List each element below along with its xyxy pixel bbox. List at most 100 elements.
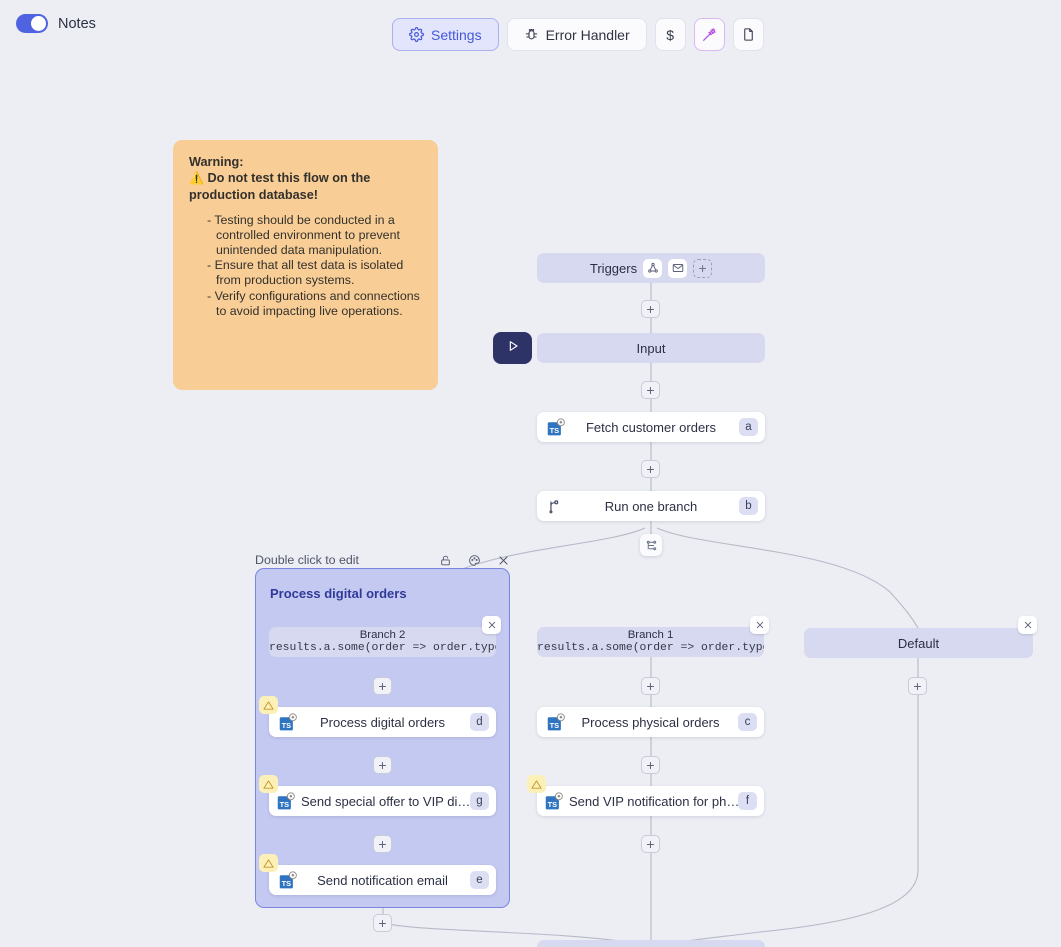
cost-button[interactable]: $ (654, 18, 686, 51)
notes-toggle[interactable] (16, 14, 48, 33)
add-step-button[interactable]: + (373, 756, 392, 774)
lock-icon[interactable] (439, 554, 452, 567)
typescript-icon: TS (546, 712, 567, 736)
group-header: Double click to edit (255, 552, 510, 568)
node-send-special-offer-vip[interactable]: TS Send special offer to VIP digital c..… (259, 775, 496, 816)
node-badge: e (470, 871, 489, 889)
node-badge: d (470, 713, 489, 731)
branch-expression: results.a.some(order => order.type (269, 641, 496, 654)
group-edit-hint: Double click to edit (255, 553, 359, 567)
add-step-button[interactable]: + (373, 914, 392, 932)
notes-toggle-group: Notes (16, 14, 96, 33)
typescript-icon: TS (544, 791, 565, 815)
svg-text:TS: TS (550, 426, 560, 435)
remove-branch-button[interactable] (750, 616, 769, 634)
node-label: Fetch customer orders (585, 419, 717, 435)
add-step-button[interactable]: + (641, 756, 660, 774)
typescript-icon: TS (278, 712, 299, 736)
node-run-one-branch[interactable]: Run one branch b (537, 491, 765, 521)
add-step-button[interactable]: + (641, 381, 660, 399)
note-subheading-line: ⚠️ Do not test this flow on the producti… (189, 170, 422, 203)
note-bullet-list: - Testing should be conducted in a contr… (207, 213, 422, 319)
node-label: Process physical orders (581, 714, 720, 730)
play-icon (505, 338, 521, 359)
add-trigger-icon[interactable]: + (693, 258, 713, 278)
input-node[interactable]: Input (537, 333, 765, 363)
error-handler-button-label: Error Handler (545, 26, 630, 43)
node-process-digital-orders[interactable]: TS Process digital orders d (259, 696, 496, 737)
branch-condition-default[interactable]: Default (804, 628, 1033, 658)
node-send-notification-email[interactable]: TS Send notification email e (259, 854, 496, 895)
node-label: Send VIP notification for physical... (569, 793, 745, 809)
branch-expression: results.a.some(order => order.type (537, 641, 764, 654)
node-label: Send notification email (317, 872, 448, 888)
palette-icon[interactable] (468, 554, 481, 567)
dollar-icon: $ (666, 26, 675, 43)
branch-splitter-icon[interactable] (640, 534, 662, 556)
node-badge: b (739, 497, 758, 515)
group-title: Process digital orders (270, 586, 407, 601)
notes-label: Notes (58, 15, 96, 32)
triggers-node[interactable]: Triggers + (537, 253, 765, 283)
add-step-button[interactable]: + (641, 677, 660, 695)
error-handler-button[interactable]: Error Handler (506, 18, 647, 51)
gear-icon (409, 27, 424, 42)
svg-text:TS: TS (550, 721, 560, 730)
svg-text:TS: TS (282, 721, 292, 730)
add-step-button[interactable]: + (641, 835, 660, 853)
bug-icon (524, 27, 539, 42)
add-step-button[interactable]: + (908, 677, 927, 695)
node-fetch-customer-orders[interactable]: TS Fetch customer orders a (537, 412, 765, 442)
svg-text:TS: TS (280, 800, 290, 809)
node-badge: f (738, 792, 757, 810)
typescript-icon: TS (278, 870, 299, 894)
node-label: Run one branch (604, 498, 698, 514)
add-step-button[interactable]: + (641, 460, 660, 478)
settings-button[interactable]: Settings (392, 18, 499, 51)
node-label: Send special offer to VIP digital c... (301, 793, 477, 809)
warning-icon (259, 854, 278, 872)
warning-triangle-icon: ⚠️ (189, 171, 204, 186)
magic-wand-button[interactable] (693, 18, 725, 51)
triggers-row: Triggers + (590, 258, 713, 278)
svg-text:TS: TS (282, 879, 292, 888)
remove-branch-button[interactable] (482, 616, 501, 634)
group-process-digital-orders[interactable]: Process digital orders (255, 568, 510, 908)
node-label: Process digital orders (320, 714, 445, 730)
toolbar: Settings Error Handler $ (392, 18, 764, 51)
merge-node[interactable] (537, 940, 765, 947)
add-step-button[interactable]: + (373, 677, 392, 695)
note-heading-block: Warning: ⚠️ Do not test this flow on the… (189, 154, 422, 203)
list-item: - Ensure that all test data is isolated … (207, 258, 404, 288)
branch-name: Branch 2 (359, 629, 406, 641)
node-badge: a (739, 418, 758, 436)
warning-icon (259, 696, 278, 714)
typescript-icon: TS (546, 417, 567, 441)
list-item: - Verify configurations and connections … (207, 289, 420, 319)
warning-icon (527, 775, 546, 793)
warning-note-card[interactable]: Warning: ⚠️ Do not test this flow on the… (173, 140, 438, 390)
run-button[interactable] (493, 332, 532, 364)
branch-name: Branch 1 (627, 629, 674, 641)
remove-branch-button[interactable] (1018, 616, 1037, 634)
branch-condition-1[interactable]: Branch 1 results.a.some(order => order.t… (537, 627, 764, 657)
node-process-physical-orders[interactable]: TS Process physical orders c (537, 707, 764, 737)
branch-condition-2[interactable]: Branch 2 results.a.some(order => order.t… (269, 627, 496, 657)
node-badge: g (470, 792, 489, 810)
webhook-icon[interactable] (643, 258, 663, 278)
svg-text:TS: TS (548, 800, 558, 809)
docs-button[interactable] (732, 18, 764, 51)
toggle-knob (31, 16, 46, 31)
branch-icon (546, 497, 563, 517)
close-icon[interactable] (497, 554, 510, 567)
magic-wand-icon (701, 27, 717, 43)
add-step-button[interactable]: + (373, 835, 392, 853)
email-icon[interactable] (668, 258, 688, 278)
add-step-button[interactable]: + (641, 300, 660, 318)
node-send-vip-notification-physical[interactable]: TS Send VIP notification for physical...… (527, 775, 764, 816)
branch-name: Default (897, 635, 940, 651)
warning-icon (259, 775, 278, 793)
group-tools (439, 554, 510, 567)
